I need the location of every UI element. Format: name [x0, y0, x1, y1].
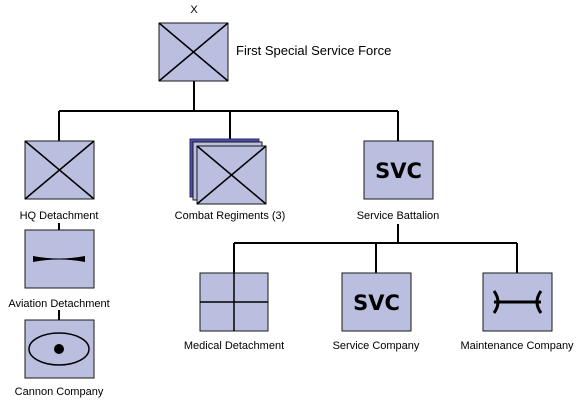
service-battalion-symbol — [363, 140, 434, 200]
service-company-label: Service Company — [333, 340, 420, 352]
artillery-icon — [28, 332, 90, 366]
maintenance-company-node: Maintenance Company — [460, 272, 574, 352]
hq-title: First Special Service Force — [236, 43, 391, 58]
infantry-cross-icon — [24, 140, 95, 200]
aviation-detachment-label: Aviation Detachment — [8, 298, 109, 310]
medical-detachment-node: Medical Detachment — [184, 272, 284, 352]
maintenance-icon — [492, 290, 543, 314]
maintenance-company-label: Maintenance Company — [460, 340, 574, 352]
infantry-cross-icon — [158, 22, 229, 82]
cannon-company-node: Cannon Company — [15, 319, 104, 398]
service-company-symbol — [341, 272, 412, 332]
service-battalion-label: Service Battalion — [357, 210, 440, 222]
echelon-marker: X — [190, 4, 198, 16]
combat-regiments-label: Combat Regiments (3) — [175, 210, 286, 222]
connector-lines — [58, 81, 518, 320]
infantry-cross-icon — [196, 145, 267, 205]
service-icon: SVC — [375, 159, 422, 183]
medical-detachment-label: Medical Detachment — [184, 340, 284, 352]
combat-regiments-node: Combat Regiments (3) — [175, 138, 286, 222]
aviation-detachment-node: Aviation Detachment — [8, 229, 110, 310]
service-battalion-node: SVC Service Battalion — [357, 140, 440, 222]
hq-node: X First Special Service Force — [158, 4, 391, 82]
hq-detachment-node: HQ Detachment — [20, 140, 99, 222]
cannon-company-label: Cannon Company — [15, 386, 104, 398]
service-icon: SVC — [353, 291, 400, 315]
service-company-node: SVC Service Company — [333, 272, 420, 352]
aviation-icon — [33, 256, 85, 262]
medical-cross-icon — [200, 273, 268, 331]
hq-detachment-label: HQ Detachment — [20, 210, 99, 222]
